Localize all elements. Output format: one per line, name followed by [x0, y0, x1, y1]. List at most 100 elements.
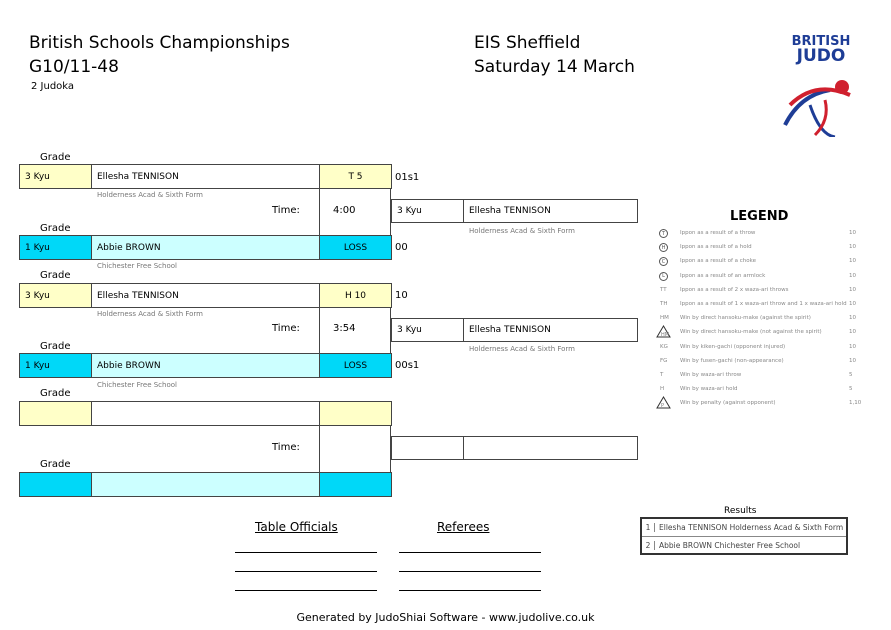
white-grade	[19, 401, 92, 426]
signature-line	[399, 590, 541, 591]
white-points: 01s1	[395, 172, 420, 183]
referees-label: Referees	[437, 520, 490, 534]
legend-text: Ippon as a result of 1 x waza-ari throw …	[680, 301, 847, 307]
result-rank: 1	[642, 523, 655, 532]
blue-name[interactable]: Abbie BROWN	[91, 235, 320, 260]
legend-text: Ippon as a result of an armlock	[680, 272, 766, 279]
legend-code-icon: T	[659, 229, 668, 238]
white-points: 10	[395, 290, 408, 301]
winner-name[interactable]: Ellesha TENNISON	[463, 318, 638, 342]
signature-line	[235, 552, 377, 553]
match-time: 3:54	[333, 323, 356, 334]
white-grade: 3 Kyu	[19, 164, 92, 189]
signature-line	[399, 571, 541, 572]
legend-code: H	[660, 386, 665, 393]
legend-text: Win by waza-ari hold	[680, 386, 738, 393]
blue-points: 00	[395, 242, 408, 253]
results-row: 1 Ellesha TENNISON Holderness Acad & Six…	[642, 519, 846, 537]
white-club: Holderness Acad & Sixth Form	[97, 310, 203, 318]
legend-points: 10	[849, 230, 856, 236]
legend-points: 5	[849, 372, 853, 378]
legend-points: 10	[849, 301, 856, 307]
blue-grade: 1 Kyu	[19, 235, 92, 260]
blue-score: LOSS	[319, 235, 392, 260]
white-score: T 5	[319, 164, 392, 189]
blue-score	[319, 472, 392, 497]
white-club: Holderness Acad & Sixth Form	[97, 191, 203, 199]
white-score	[319, 401, 392, 426]
legend-text: Ippon as a result of a hold	[680, 244, 752, 251]
legend-code: FG	[660, 357, 668, 364]
grade-label: Grade	[40, 223, 71, 234]
result-text: Ellesha TENNISON Holderness Acad & Sixth…	[659, 523, 844, 532]
svg-text:HM: HM	[661, 332, 669, 338]
blue-grade: 1 Kyu	[19, 353, 92, 378]
grade-label: Grade	[40, 388, 71, 399]
legend-code: T	[660, 372, 664, 378]
legend-text: Win by fusen-gachi (non-appearance)	[680, 357, 784, 364]
time-box	[319, 425, 391, 472]
time-label: Time:	[272, 205, 300, 216]
blue-points: 00s1	[395, 360, 420, 371]
grade-label: Grade	[40, 459, 71, 470]
legend-points: 10	[849, 343, 856, 350]
grade-label: Grade	[40, 341, 71, 352]
legend-text: Win by direct hansoku-make (against the …	[680, 315, 811, 322]
table-officials-label: Table Officials	[255, 520, 338, 534]
blue-club: Chichester Free School	[97, 381, 177, 389]
signature-line	[235, 590, 377, 591]
blue-name[interactable]	[91, 472, 320, 497]
winner-name[interactable]: Ellesha TENNISON	[463, 199, 638, 223]
signature-line	[235, 571, 377, 572]
time-box	[319, 188, 391, 235]
winner-grade: 3 Kyu	[391, 199, 464, 223]
winner-grade	[391, 436, 464, 460]
white-grade: 3 Kyu	[19, 283, 92, 308]
legend-points: 1,10	[849, 400, 862, 407]
blue-grade	[19, 472, 92, 497]
legend-text: Win by kiken-gachi (opponent injured)	[680, 343, 786, 350]
results-row: 2 Abbie BROWN Chichester Free School	[642, 537, 846, 554]
winner-club: Holderness Acad & Sixth Form	[469, 227, 575, 235]
result-rank: 2	[642, 541, 655, 550]
blue-club: Chichester Free School	[97, 262, 177, 270]
match-time: 4:00	[333, 205, 356, 216]
white-name[interactable]	[91, 401, 320, 426]
white-name[interactable]: Ellesha TENNISON	[91, 164, 320, 189]
legend-points: 10	[849, 244, 856, 251]
grade-label: Grade	[40, 152, 71, 163]
legend-text: Ippon as a result of a throw	[680, 230, 756, 236]
legend-points: 10	[849, 329, 856, 336]
legend-points: 5	[849, 386, 853, 393]
penalty-triangle-icon: HM	[656, 325, 671, 338]
penalty-triangle-icon: P	[656, 396, 671, 409]
time-label: Time:	[272, 442, 300, 453]
blue-name[interactable]: Abbie BROWN	[91, 353, 320, 378]
legend-points: 10	[849, 357, 856, 364]
legend-code-icon: C	[659, 257, 668, 267]
winner-club: Holderness Acad & Sixth Form	[469, 345, 575, 353]
legend-code-icon: H	[659, 243, 668, 253]
legend-code: TH	[660, 301, 668, 307]
results-title: Results	[724, 506, 757, 516]
winner-grade: 3 Kyu	[391, 318, 464, 342]
white-name[interactable]: Ellesha TENNISON	[91, 283, 320, 308]
legend-text: Win by waza-ari throw	[680, 372, 742, 378]
result-text: Abbie BROWN Chichester Free School	[659, 541, 801, 550]
white-score: H 10	[319, 283, 392, 308]
grade-label: Grade	[40, 270, 71, 281]
legend-points: 10	[849, 286, 856, 293]
footer: Generated by JudoShiai Software - www.ju…	[296, 611, 595, 624]
category: G10/11-48	[29, 57, 119, 77]
legend-code: HM	[660, 315, 669, 322]
legend-points: 10	[849, 272, 856, 279]
legend-code: KG	[660, 343, 668, 350]
blue-score: LOSS	[319, 353, 392, 378]
legend-points: 10	[849, 258, 856, 265]
legend-text: Win by direct hansoku-make (not against …	[680, 329, 822, 336]
winner-name[interactable]	[463, 436, 638, 460]
judoka-count: 2 Judoka	[31, 81, 75, 92]
time-box	[319, 307, 391, 353]
legend-title: LEGEND	[730, 209, 789, 224]
